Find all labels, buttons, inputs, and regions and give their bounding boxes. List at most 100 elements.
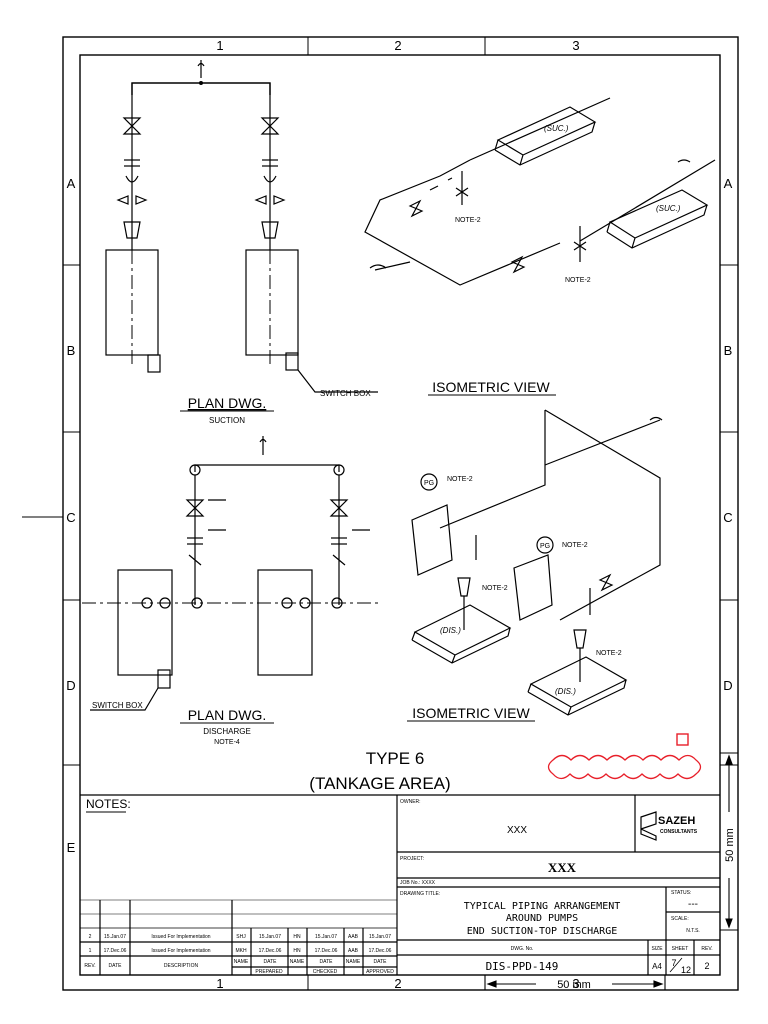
- pressure-gauge-1: PG: [424, 480, 434, 487]
- type-label: TYPE 6: [366, 749, 425, 768]
- iso-discharge-title: ISOMETRIC VIEW: [412, 705, 530, 721]
- job-number: JOB No.: XXXX: [400, 880, 436, 886]
- zone-ticks: [22, 37, 738, 990]
- iso-dis-tag-2: (DIS.): [555, 687, 576, 696]
- svg-text:15.Jan.07: 15.Jan.07: [315, 934, 337, 940]
- svg-text:17.Dec.06: 17.Dec.06: [369, 948, 392, 954]
- owner-value: XXX: [507, 825, 527, 836]
- row-label-b: B: [67, 343, 76, 358]
- svg-text:15.Jan.07: 15.Jan.07: [104, 934, 126, 940]
- iso-dis-tag-1: (DIS.): [440, 626, 461, 635]
- svg-text:2: 2: [89, 934, 92, 940]
- svg-text:DATE: DATE: [374, 959, 388, 965]
- plan-suction-subtitle: SUCTION: [209, 416, 245, 425]
- iso-dis-note-4: NOTE-2: [596, 650, 622, 657]
- inner-frame: [79, 54, 721, 976]
- svg-text:Issued For Implementation: Issued For Implementation: [151, 934, 210, 940]
- svg-text:NAME: NAME: [234, 959, 249, 965]
- type-area-label: (TANKAGE AREA): [309, 774, 450, 793]
- plan-discharge-subtitle: DISCHARGE: [203, 727, 251, 736]
- row-label-b-right: B: [724, 343, 733, 358]
- revision-marker: [676, 733, 689, 746]
- discharge-switch-box-label: SWITCH BOX: [92, 701, 143, 710]
- plan-discharge-drawing: [90, 436, 370, 711]
- project-value: XXX: [548, 860, 577, 875]
- iso-dis-note-3: NOTE-2: [562, 542, 588, 549]
- revision-cloud: [547, 754, 702, 780]
- row-label-d-right: D: [723, 678, 732, 693]
- revision-header-row: REV. DATE DESCRIPTION NAME DATE NAME DAT…: [84, 959, 394, 975]
- svg-text:DESCRIPTION: DESCRIPTION: [164, 963, 199, 969]
- svg-text:APPROVED: APPROVED: [366, 969, 394, 975]
- outer-frame: [62, 36, 739, 991]
- svg-text:Issued For Implementation: Issued For Implementation: [151, 948, 210, 954]
- drawing-title-label: DRAWING TITLE:: [400, 891, 440, 897]
- suction-switch-box-label: SWITCH BOX: [320, 389, 371, 398]
- row-label-a-right: A: [724, 176, 733, 191]
- iso-suction-title: ISOMETRIC VIEW: [432, 379, 550, 395]
- bottom-scale-label: 50 mm: [557, 979, 591, 991]
- svg-text:DATE: DATE: [320, 959, 334, 965]
- status-label: STATUS:: [671, 890, 691, 896]
- svg-text:CONSULTANTS: CONSULTANTS: [660, 829, 698, 835]
- row-label-c: C: [66, 510, 75, 525]
- svg-text:SHJ: SHJ: [236, 934, 246, 940]
- dwg-no-label: DWG. No.: [511, 946, 534, 952]
- row-label-d: D: [66, 678, 75, 693]
- side-scale-bar: [720, 752, 738, 931]
- drawing-title-line-3: END SUCTION-TOP DISCHARGE: [467, 926, 618, 937]
- size-label: SIZE: [651, 946, 663, 952]
- svg-text:REV.: REV.: [84, 963, 95, 969]
- iso-dis-note-1: NOTE-2: [447, 476, 473, 483]
- size-value: A4: [652, 962, 662, 971]
- revision-row-2: 2 15.Jan.07 Issued For Implementation SH…: [89, 934, 392, 940]
- row-label-e: E: [67, 840, 76, 855]
- svg-text:15.Jan.07: 15.Jan.07: [369, 934, 391, 940]
- company-logo: SAZEH CONSULTANTS: [640, 811, 698, 841]
- column-label-3: 3: [572, 38, 579, 53]
- iso-suc-note-1: NOTE-2: [455, 217, 481, 224]
- status-value: ---: [688, 899, 698, 910]
- svg-text:17.Dec.06: 17.Dec.06: [259, 948, 282, 954]
- svg-text:DATE: DATE: [264, 959, 278, 965]
- svg-text:NAME: NAME: [290, 959, 305, 965]
- iso-suc-tag-1: (SUC.): [544, 124, 569, 133]
- sheet-number: 7: [671, 958, 676, 968]
- iso-suction-drawing: [364, 97, 716, 286]
- plan-discharge-note: NOTE-4: [214, 739, 240, 746]
- rev-value: 2: [704, 961, 709, 971]
- project-label: PROJECT:: [400, 856, 424, 862]
- svg-text:17.Dec.06: 17.Dec.06: [315, 948, 338, 954]
- svg-text:PREPARED: PREPARED: [255, 969, 283, 975]
- column-label-2: 2: [394, 38, 401, 53]
- svg-text:17.Dec.06: 17.Dec.06: [104, 948, 127, 954]
- scale-value: N.T.S.: [686, 928, 700, 934]
- plan-discharge-title: PLAN DWG.: [188, 707, 267, 723]
- row-label-a: A: [67, 176, 76, 191]
- title-block-grid: [80, 794, 720, 975]
- plan-suction-drawing: [105, 60, 378, 393]
- plan-suction-title: PLAN DWG.: [188, 395, 267, 411]
- svg-text:15.Jan.07: 15.Jan.07: [259, 934, 281, 940]
- owner-label: OWNER:: [400, 799, 421, 805]
- column-label-3-bottom: 3: [572, 976, 579, 991]
- pressure-gauge-2: PG: [540, 543, 550, 550]
- drawing-title-line-2: AROUND PUMPS: [506, 913, 578, 924]
- sheet-label: SHEET: [672, 946, 689, 952]
- revision-row-1: 1 17.Dec.06 Issued For Implementation MK…: [89, 948, 392, 954]
- side-scale-label: 50 mm: [724, 828, 736, 862]
- drawing-title-line-1: TYPICAL PIPING ARRANGEMENT: [464, 901, 621, 912]
- column-label-1: 1: [216, 38, 223, 53]
- row-label-c-right: C: [723, 510, 732, 525]
- scale-label: SCALE:: [671, 916, 689, 922]
- rev-label: REV.: [701, 946, 712, 952]
- iso-suc-tag-2: (SUC.): [656, 204, 681, 213]
- svg-text:HN: HN: [293, 934, 301, 940]
- svg-text:NAME: NAME: [346, 959, 361, 965]
- column-label-1-bottom: 1: [216, 976, 223, 991]
- notes-heading: NOTES:: [86, 797, 131, 811]
- svg-text:AAB: AAB: [348, 948, 359, 954]
- svg-text:AAB: AAB: [348, 934, 359, 940]
- bottom-scale-bar: [484, 975, 666, 990]
